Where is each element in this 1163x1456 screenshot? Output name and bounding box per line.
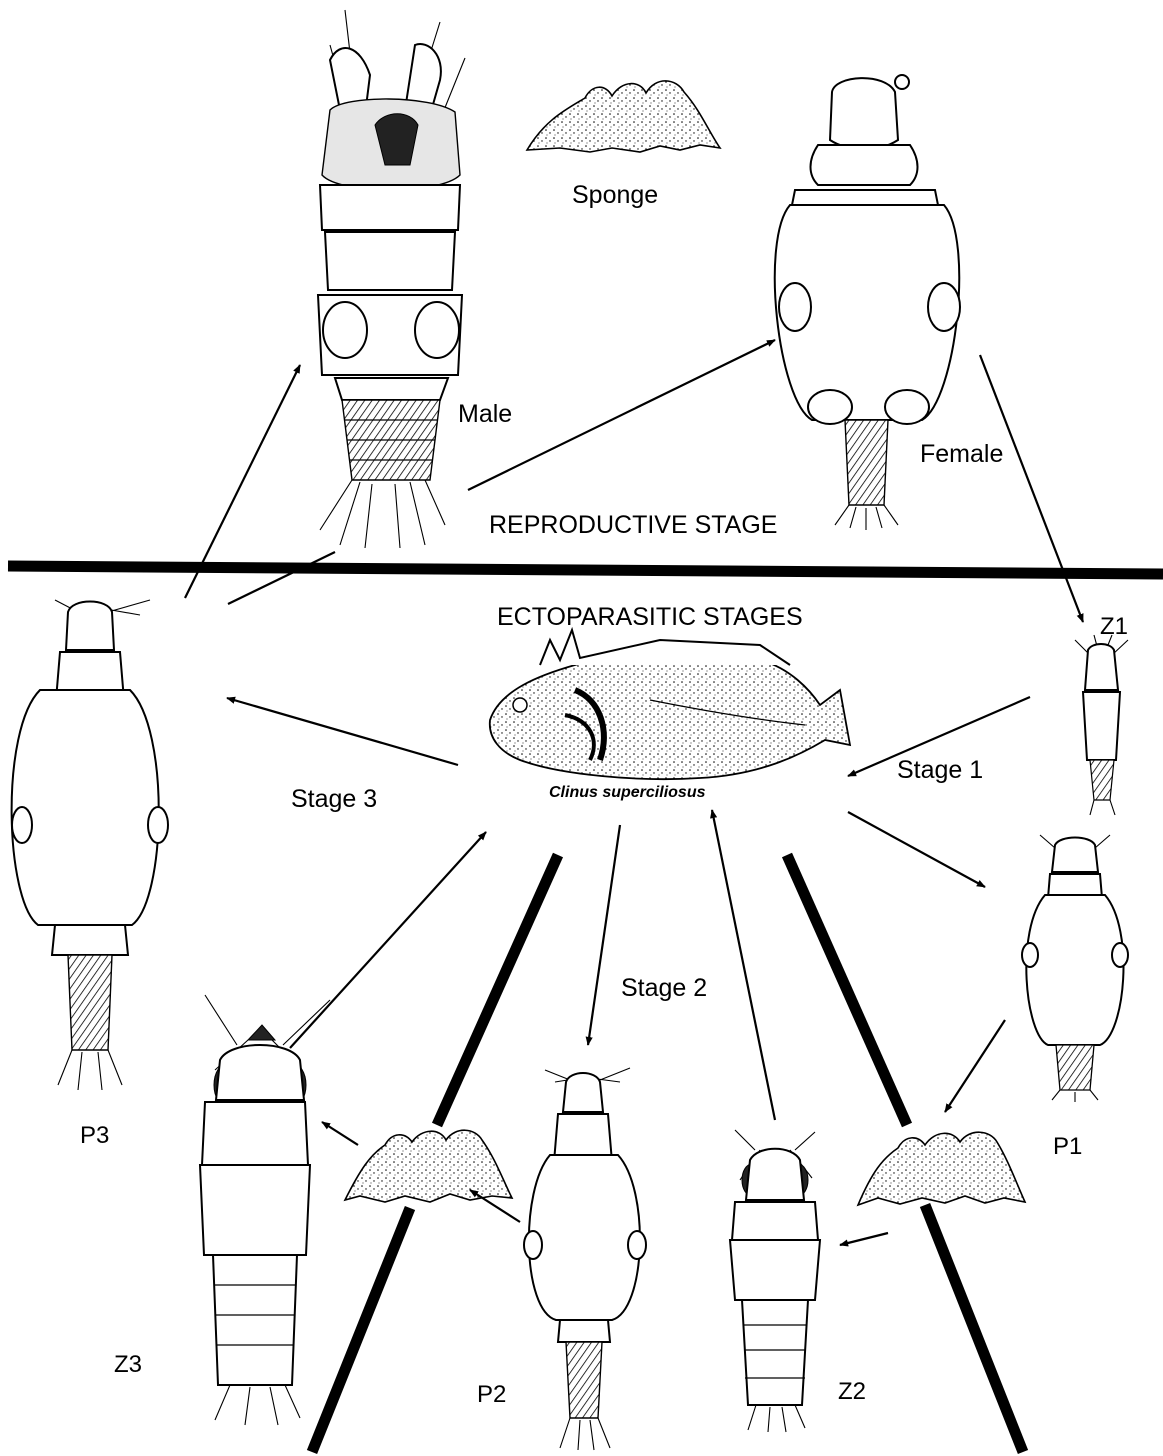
- arrow-host-to-p3: [227, 698, 458, 765]
- label-stage-1: Stage 1: [897, 756, 983, 784]
- p1-larva-illustration: [1022, 835, 1128, 1102]
- label-ectoparasitic-stages: ECTOPARASITIC STAGES: [497, 603, 803, 631]
- arrow-male-to-female: [468, 340, 775, 490]
- host-fish-illustration: [490, 630, 850, 779]
- label-z1: Z1: [1100, 613, 1128, 640]
- arrow-host-to-p2: [588, 825, 620, 1045]
- arrow-z2-to-host: [712, 810, 775, 1120]
- sponge-left-illustration: [345, 1130, 512, 1202]
- sponge-top-illustration: [527, 81, 720, 152]
- label-host-species: Clinus superciliosus: [549, 784, 706, 801]
- z2-larva-illustration: [730, 1130, 820, 1432]
- arrow-sponge-to-z3: [322, 1122, 358, 1145]
- label-p1: P1: [1053, 1133, 1082, 1160]
- label-p2: P2: [477, 1381, 506, 1408]
- label-female: Female: [920, 440, 1003, 468]
- sponge-right-illustration: [858, 1132, 1025, 1205]
- male-copepod-illustration: [318, 10, 465, 548]
- arrow-p3-to-reproduction: [228, 552, 335, 604]
- p3-larva-illustration: [12, 600, 168, 1090]
- label-male: Male: [458, 400, 512, 428]
- label-stage-2: Stage 2: [621, 974, 707, 1002]
- divider-bar-left-lower: [312, 1208, 410, 1452]
- p2-larva-illustration: [524, 1068, 646, 1450]
- arrow-p1-to-sponge: [945, 1020, 1005, 1112]
- divider-bar-left-upper: [437, 855, 558, 1125]
- label-p3: P3: [80, 1122, 109, 1149]
- arrow-female-to-z1: [980, 355, 1083, 622]
- z1-larva-illustration: [1075, 635, 1128, 815]
- label-z2: Z2: [838, 1378, 866, 1405]
- arrow-z3-to-host: [290, 832, 486, 1048]
- label-stage-3: Stage 3: [291, 785, 377, 813]
- arrow-host-to-p1: [848, 812, 985, 887]
- label-z3: Z3: [114, 1351, 142, 1378]
- label-sponge: Sponge: [572, 181, 658, 209]
- divider-bar-right-lower: [925, 1205, 1023, 1452]
- arrow-sponge-to-z2: [840, 1233, 888, 1245]
- z3-larva-illustration: [200, 995, 330, 1425]
- divider-bar-right-upper: [787, 855, 907, 1125]
- label-reproductive-stage: REPRODUCTIVE STAGE: [489, 511, 777, 539]
- stage-divider-bar: [8, 566, 1163, 574]
